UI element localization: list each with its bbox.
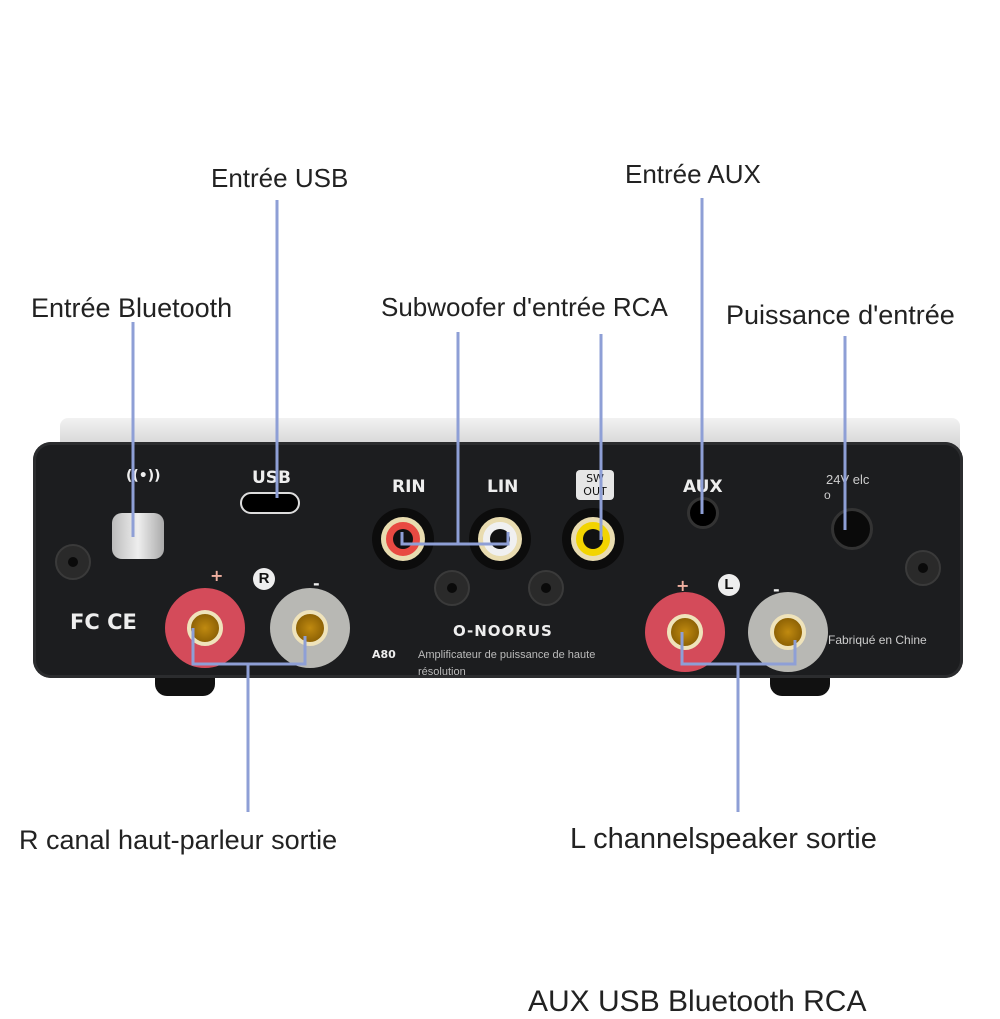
product-description: Amplificateur de puissance de haute réso… <box>418 649 596 678</box>
lin-label: LIN <box>487 477 519 497</box>
left-channel-badge: L <box>718 574 740 596</box>
r-output-bracket <box>191 628 307 666</box>
bluetooth-callout-label: Entrée Bluetooth <box>31 293 233 323</box>
power-label: 24V elc <box>826 472 870 487</box>
screw-icon <box>55 544 91 580</box>
power-label-2: o <box>824 488 831 502</box>
made-in-label: Fabriqué en Chine <box>828 633 927 647</box>
aux-callout-label: Entrée AUX <box>625 159 761 189</box>
bottom-cut-caption: AUX USB Bluetooth RCA <box>528 985 867 1018</box>
l-negative-binding-post <box>748 592 828 672</box>
l-output-callout-label: L channelspeaker sortie <box>570 823 877 855</box>
minus-label: - <box>313 574 320 593</box>
screw-icon <box>434 570 470 606</box>
sw-out-rca-jack <box>562 508 624 570</box>
screw-icon <box>905 550 941 586</box>
subwoofer-lin-callout-line <box>458 532 510 546</box>
subwoofer-rin-callout-line <box>400 332 460 546</box>
r-positive-binding-post <box>165 588 245 668</box>
bluetooth-antenna-connector <box>112 513 164 559</box>
r-output-callout-label: R canal haut-parleur sortie <box>19 825 338 855</box>
dc-power-jack <box>831 508 873 550</box>
sw-text: SW <box>586 472 604 485</box>
lin-rca-jack <box>469 508 531 570</box>
certification-marks: FC CE <box>70 610 137 634</box>
r-negative-binding-post <box>270 588 350 668</box>
plus-label: + <box>676 576 690 595</box>
brand-logo: O-NOORUS <box>453 622 553 640</box>
usb-c-port <box>240 492 300 514</box>
plus-label: + <box>210 566 224 585</box>
l-output-bracket <box>680 632 797 666</box>
subwoofer-callout-label: Subwoofer d'entrée RCA <box>381 292 668 322</box>
usb-label: USB <box>252 468 292 488</box>
rin-label: RIN <box>392 477 426 497</box>
usb-callout-label: Entrée USB <box>211 163 349 193</box>
screw-icon <box>528 570 564 606</box>
antenna-icon: ((•)) <box>126 468 161 484</box>
power-callout-label: Puissance d'entrée <box>726 300 955 330</box>
model-number: A80 <box>372 648 396 661</box>
minus-label: - <box>773 580 780 599</box>
l-positive-binding-post <box>645 592 725 672</box>
rin-rca-jack <box>372 508 434 570</box>
right-channel-badge: R <box>253 568 275 590</box>
